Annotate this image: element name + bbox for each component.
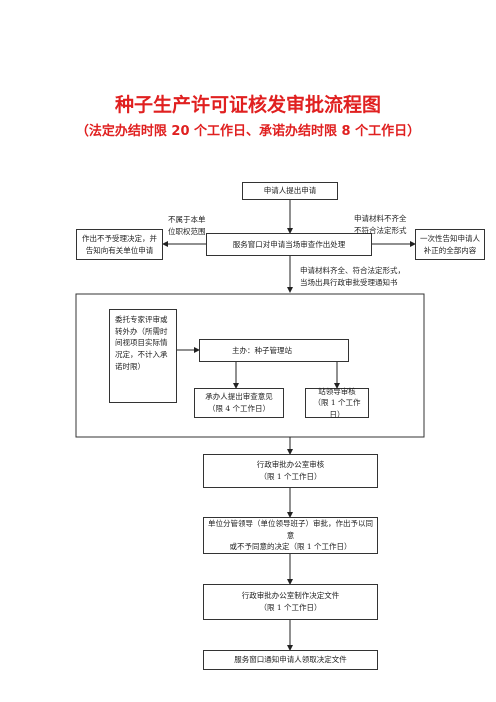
node-leader-line1: 站领导审核 bbox=[318, 386, 356, 396]
review-group-frame bbox=[75, 293, 425, 438]
node-host: 主办：种子管理站 bbox=[199, 339, 349, 362]
node-notify-line2: 补正的全部内容 bbox=[423, 245, 477, 255]
page-subtitle: （法定办结时限 20 个工作日、承诺办结时限 8 个工作日） bbox=[75, 124, 421, 139]
node-reject: 作出不予受理决定，并 告知向有关单位申请 bbox=[76, 229, 163, 260]
label-incomplete-line1: 申请材料不齐全 bbox=[354, 214, 407, 223]
node-expert-line5: 诺时限） bbox=[115, 361, 145, 371]
node-expert: 委托专家评审或 转外办（所需时 间视项目实际情 况定，不计入承 诺时限） bbox=[109, 309, 177, 403]
node-office-review-line2: （限 1 个工作日） bbox=[259, 472, 322, 481]
node-staff-line1: 承办人提出审查意见 bbox=[205, 392, 273, 402]
label-incomplete-line2: 不符合法定形式 bbox=[354, 225, 407, 235]
node-leader-line2: （限 1 个工作日） bbox=[313, 398, 361, 419]
node-office-doc-line1: 行政审批办公室制作决定文件 bbox=[241, 591, 340, 601]
node-apply-text: 申请人提出申请 bbox=[263, 186, 317, 196]
node-office-doc-line2: （限 1 个工作日） bbox=[259, 603, 322, 612]
node-staff-line2: （限 4 个工作日） bbox=[207, 404, 271, 413]
node-unit-leader: 单位分管领导（单位领导班子）审批，作出予以同意 或不予同意的决定（限 1 个工作… bbox=[203, 517, 378, 554]
node-reject-line1: 作出不予受理决定，并 bbox=[82, 233, 157, 243]
node-staff: 承办人提出审查意见 （限 4 个工作日） bbox=[194, 388, 284, 418]
label-incomplete: 申请材料不齐全 不符合法定形式 bbox=[354, 213, 407, 236]
node-expert-line2: 转外办（所需时 bbox=[115, 326, 168, 336]
label-complete: 申请材料齐全、符合法定形式， 当场出具行政审批受理通知书 bbox=[300, 265, 405, 288]
label-not-scope: 不属于本单 位职权范围 bbox=[168, 214, 206, 237]
node-office-review: 行政审批办公室审核 （限 1 个工作日） bbox=[203, 454, 378, 488]
label-not-scope-line1: 不属于本单 bbox=[168, 215, 206, 224]
node-window: 服务窗口对申请当场审查作出处理 bbox=[206, 233, 372, 256]
node-final: 服务窗口通知申请人领取决定文件 bbox=[203, 650, 378, 670]
node-expert-line3: 间视项目实际情 bbox=[115, 338, 168, 348]
label-not-scope-line2: 位职权范围 bbox=[168, 226, 206, 236]
node-notify-line1: 一次性告知申请人 bbox=[420, 233, 480, 243]
node-apply: 申请人提出申请 bbox=[242, 182, 338, 200]
node-expert-line4: 况定，不计入承 bbox=[115, 349, 168, 359]
page-title: 种子生产许可证核发审批流程图 bbox=[114, 94, 381, 116]
node-expert-line1: 委托专家评审或 bbox=[115, 315, 168, 324]
node-reject-line2: 告知向有关单位申请 bbox=[85, 245, 154, 255]
node-unit-leader-line1: 单位分管领导（单位领导班子）审批，作出予以同意 bbox=[208, 519, 373, 540]
label-complete-line2: 当场出具行政审批受理通知书 bbox=[300, 277, 398, 287]
node-office-review-line1: 行政审批办公室审核 bbox=[256, 460, 325, 470]
node-host-text: 主办：种子管理站 bbox=[232, 345, 292, 355]
node-office-doc: 行政审批办公室制作决定文件 （限 1 个工作日） bbox=[203, 584, 378, 620]
node-window-text: 服务窗口对申请当场审查作出处理 bbox=[232, 239, 346, 249]
node-unit-leader-line2: 或不予同意的决定（限 1 个工作日） bbox=[229, 542, 352, 552]
label-complete-line1: 申请材料齐全、符合法定形式， bbox=[300, 266, 405, 275]
node-notify: 一次性告知申请人 补正的全部内容 bbox=[415, 229, 485, 260]
node-final-text: 服务窗口通知申请人领取决定文件 bbox=[234, 655, 347, 665]
node-leader: 站领导审核 （限 1 个工作日） bbox=[305, 386, 369, 419]
